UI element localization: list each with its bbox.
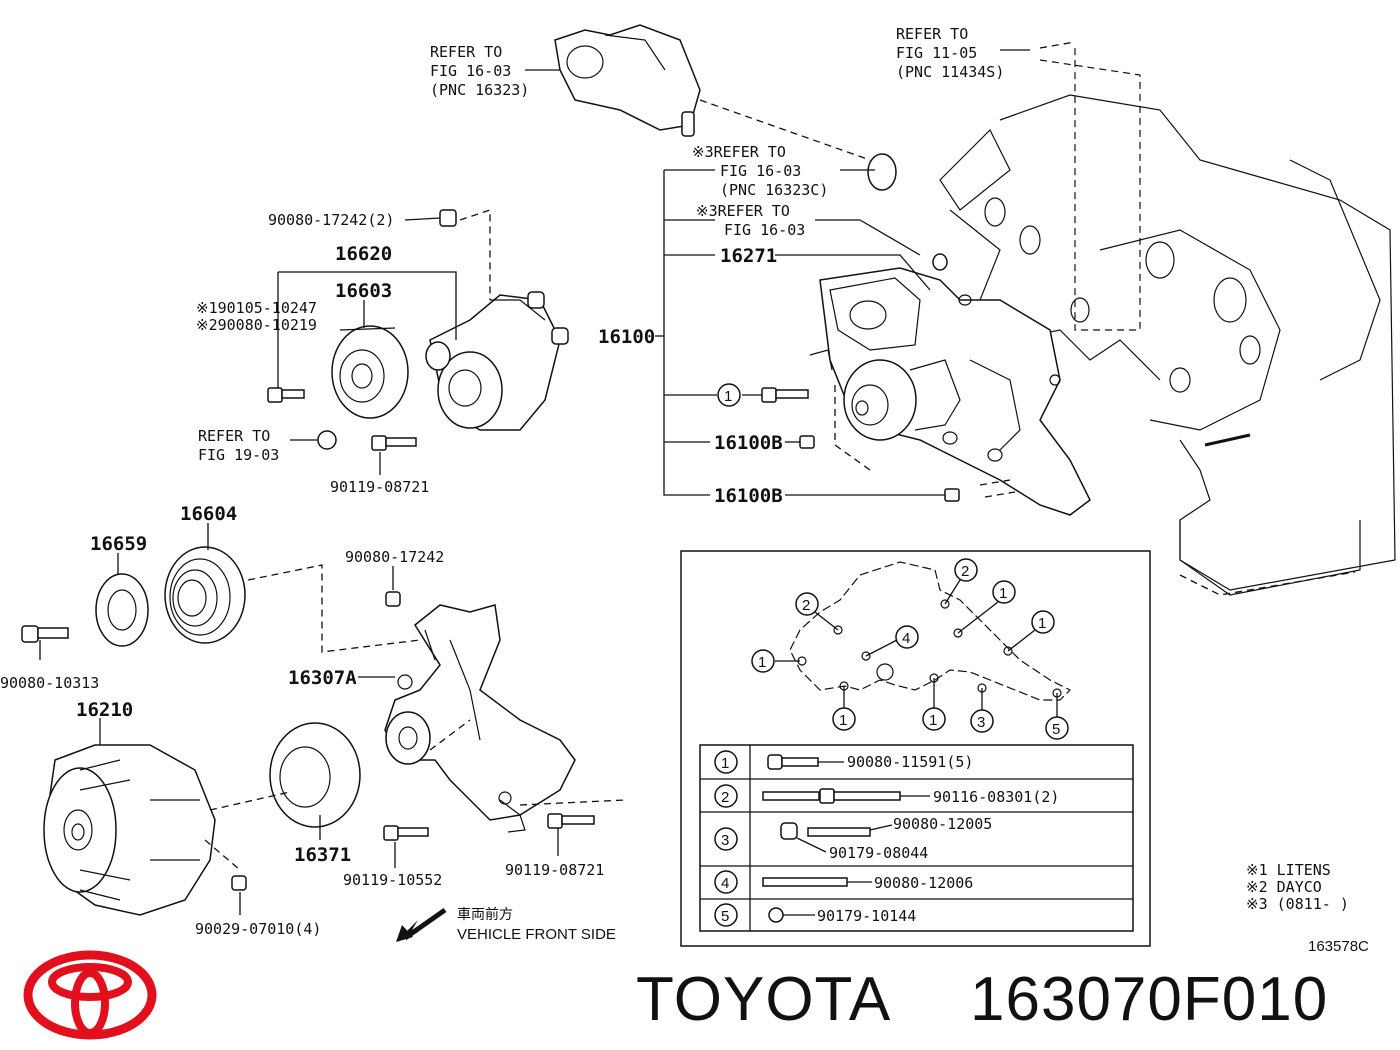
part-label-16620[interactable]: 16620 (335, 243, 392, 265)
ref-line: ※3REFER TO (692, 143, 786, 161)
legend-row-2: 2 90116-08301(2) (714, 784, 1059, 808)
figure-code: 163578C (1308, 938, 1369, 955)
toyota-logo (23, 950, 157, 1040)
front-label-en: VEHICLE FRONT SIDE (457, 926, 616, 943)
legend-part[interactable]: 90080-12005 (893, 815, 992, 833)
front-label-jp: 車両前方 (457, 906, 513, 923)
ref-fig-16-03-b: ※3REFER TO FIG 16-03 (696, 202, 805, 239)
legend-table: 1 90080-11591(5) 2 90116-08301(2) 3 (699, 744, 1134, 932)
part-label-90080-10313[interactable]: 90080-10313 (0, 674, 99, 692)
detail-callout: 1 (929, 712, 937, 729)
detail-callout: 2 (961, 563, 969, 580)
part-label-90080-10219[interactable]: ※290080-10219 (196, 316, 317, 334)
bolt-90119-08721-b-illustration (547, 813, 595, 829)
vehicle-front-indicator: 車両前方 VEHICLE FRONT SIDE (396, 906, 616, 943)
part-label-90119-08721-b[interactable]: 90119-08721 (505, 861, 604, 879)
detail-callout: 5 (1052, 721, 1060, 738)
part-label-90119-10552[interactable]: 90119-10552 (343, 871, 442, 889)
ref-line: FIG 11-05 (896, 44, 977, 62)
legend-row-3: 3 90080-12005 90179-08044 (714, 815, 992, 862)
ref-line: (PNC 16323C) (720, 181, 828, 199)
part-label-16210[interactable]: 16210 (76, 699, 133, 721)
part-label-16307a[interactable]: 16307A (288, 667, 357, 689)
legend-key: 3 (721, 832, 729, 849)
ref-fig-19-03: REFER TO FIG 19-03 (198, 427, 279, 464)
note-line: ※1 LITENS (1246, 861, 1331, 879)
part-label-16603[interactable]: 16603 (335, 280, 392, 302)
detail-callout: 4 (902, 630, 910, 647)
part-label-16659[interactable]: 16659 (90, 533, 147, 555)
legend-key: 2 (721, 789, 729, 806)
ref-line: FIG 16-03 (724, 221, 805, 239)
ref-line: REFER TO (896, 25, 968, 43)
detail-callout: 3 (977, 714, 985, 731)
ref-line: REFER TO (198, 427, 270, 445)
ref-line: ※3REFER TO (696, 202, 790, 220)
part-label-16271[interactable]: 16271 (720, 245, 777, 267)
legend-row-4: 4 90080-12006 (714, 870, 973, 894)
part-label-90080-17242[interactable]: 90080-17242 (345, 548, 444, 566)
legend-part[interactable]: 90179-10144 (817, 907, 916, 925)
legend-key: 4 (721, 875, 729, 892)
detail-callout: 2 (802, 597, 810, 614)
ref-line: FIG 19-03 (198, 446, 279, 464)
crank-pulley-illustration (21, 546, 421, 653)
note-line: ※2 DAYCO (1246, 878, 1322, 896)
part-label-16100b-1[interactable]: 16100B (714, 432, 783, 454)
detail-callout: 1 (839, 712, 847, 729)
legend-part[interactable]: 90116-08301(2) (933, 788, 1059, 806)
note-line: ※3 (0811- ) (1246, 895, 1349, 913)
supplier-notes: ※1 LITENS ※2 DAYCO ※3 (0811- ) (1246, 861, 1349, 913)
ref-line: FIG 16-03 (720, 162, 801, 180)
idler-pulley-and-pump-illustration (267, 209, 569, 451)
detail-callout: 1 (1038, 615, 1046, 632)
leader-lines (39, 49, 1030, 915)
part-label-16100[interactable]: 16100 (598, 326, 655, 348)
legend-row-1: 1 90080-11591(5) (714, 750, 973, 774)
part-label-16100b-2[interactable]: 16100B (714, 485, 783, 507)
legend-part[interactable]: 90179-08044 (829, 844, 928, 862)
part-label-16371[interactable]: 16371 (294, 844, 351, 866)
ref-line: REFER TO (430, 43, 502, 61)
bracket-16307a-illustration (384, 604, 576, 833)
bolt-90119-08721-illustration (371, 435, 417, 451)
engine-block-illustration (939, 48, 1396, 596)
ref-line: FIG 16-03 (430, 62, 511, 80)
brand-name: TOYOTA (636, 965, 891, 1034)
bolt-callout-1-illustration (761, 387, 809, 403)
part-label-90080-17242-2[interactable]: 90080-17242(2) (268, 211, 394, 229)
part-label-90105-10247[interactable]: ※190105-10247 (196, 299, 317, 317)
legend-key: 1 (721, 755, 729, 772)
thermostat-housing-illustration (554, 24, 1076, 271)
detail-box: 2 2 1 4 1 1 1 1 3 5 1 90080-11591(5) (680, 550, 1151, 947)
ref-line: (PNC 11434S) (896, 63, 1004, 81)
legend-key: 5 (721, 908, 729, 925)
callout-number: 1 (724, 388, 732, 405)
ref-fig-16-03-c: ※3REFER TO FIG 16-03 (PNC 16323C) (692, 143, 828, 199)
part-label-90029-07010[interactable]: 90029-07010(4) (195, 920, 321, 938)
alternator-16210-illustration (43, 719, 626, 916)
ref-fig-16-03-top: REFER TO FIG 16-03 (PNC 16323) (430, 43, 529, 99)
legend-part[interactable]: 90080-11591(5) (847, 753, 973, 771)
bolt-90080-10313-illustration (21, 625, 69, 643)
ref-line: (PNC 16323) (430, 81, 529, 99)
arrow-icon (396, 925, 413, 942)
part-number: 163070F010 (970, 965, 1328, 1034)
bolt-90119-10552-illustration (383, 825, 429, 841)
detail-callout: 1 (758, 654, 766, 671)
part-label-90119-08721-a[interactable]: 90119-08721 (330, 478, 429, 496)
water-pump-assembly-illustration (809, 267, 1091, 516)
callout-circle (717, 383, 741, 407)
legend-row-5: 5 90179-10144 (714, 903, 916, 927)
part-label-16604[interactable]: 16604 (180, 503, 237, 525)
detail-callout: 1 (999, 585, 1007, 602)
ref-fig-11-05: REFER TO FIG 11-05 (PNC 11434S) (896, 25, 1004, 81)
legend-part[interactable]: 90080-12006 (874, 874, 973, 892)
bolt-90105-illustration (267, 387, 305, 403)
